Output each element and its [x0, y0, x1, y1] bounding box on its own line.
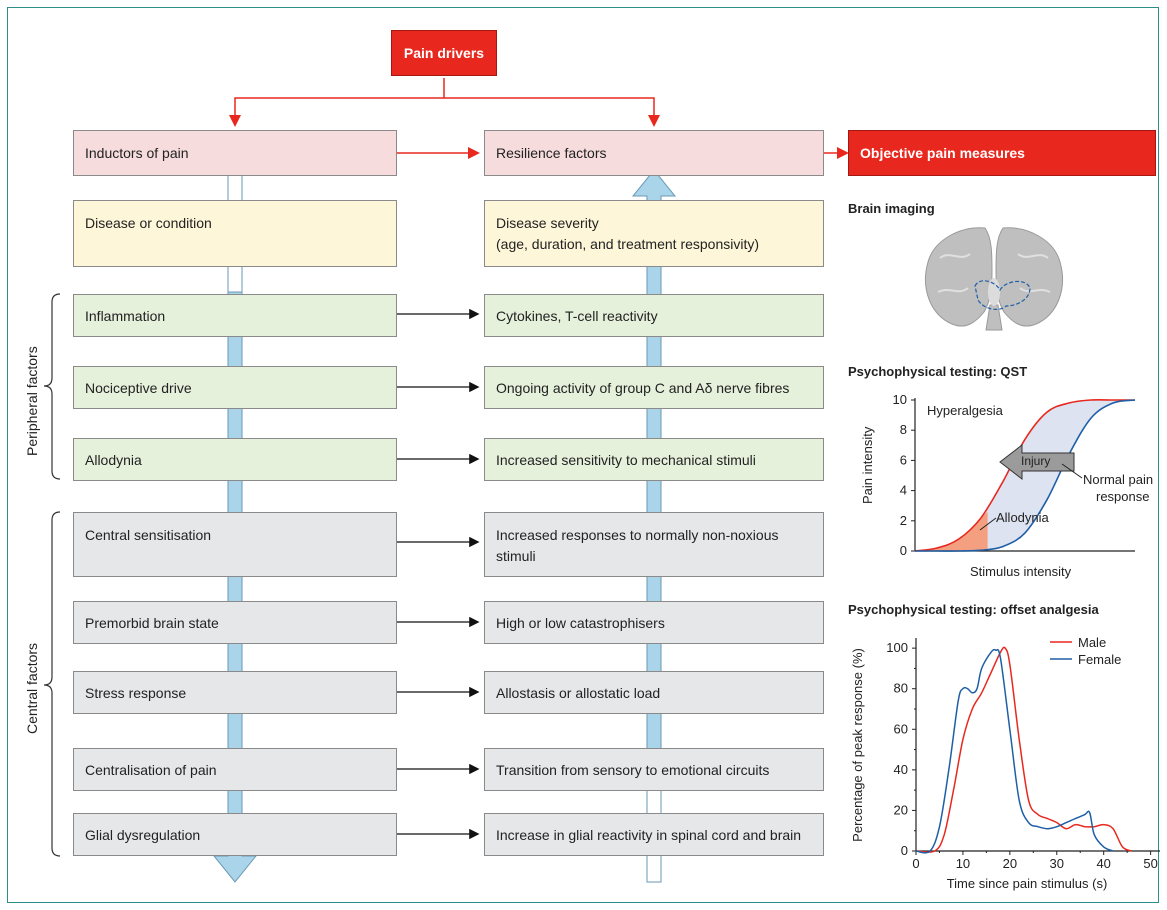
- glial-reactivity-box: Increase in glial reactivity in spinal c…: [484, 813, 824, 856]
- qst-y-tick-label: 4: [900, 483, 907, 498]
- peripheral-factors-label: Peripheral factors: [24, 346, 40, 456]
- offset-x-tick-label: 0: [912, 856, 919, 871]
- pain-drivers-label: Pain drivers: [403, 45, 485, 61]
- catastrophisers-label: High or low catastrophisers: [496, 614, 665, 631]
- nerve-fibres-box: Ongoing activity of group C and Aδ nerve…: [484, 366, 824, 409]
- qst-y-tick-label: 2: [900, 513, 907, 528]
- qst-normal-pointer: [1061, 463, 1083, 479]
- qst-y-tick-label: 0: [900, 543, 907, 558]
- offset-series-male: [915, 646, 1133, 853]
- figure-frame: [7, 7, 1159, 903]
- legend-label-female: Female: [1078, 652, 1121, 667]
- nociceptive-drive-box: Nociceptive drive: [73, 366, 397, 409]
- disease-severity-box: Disease severity (age, duration, and tre…: [484, 200, 824, 267]
- non-noxious-box: Increased responses to normally non-noxi…: [484, 512, 824, 577]
- legend-label-male: Male: [1078, 635, 1106, 650]
- offset-series-female: [915, 648, 1114, 854]
- qst-shaded-region: [915, 399, 1135, 552]
- inductors-box: Inductors of pain: [73, 130, 397, 176]
- qst-injury-arrow: [999, 443, 1075, 481]
- non-noxious-line2: stimuli: [496, 548, 536, 564]
- resilience-box: Resilience factors: [484, 130, 824, 176]
- mechanical-sensitivity-label: Increased sensitivity to mechanical stim…: [496, 451, 756, 468]
- brain-illustration: [924, 227, 1064, 331]
- qst-title: Psychophysical testing: QST: [848, 364, 1028, 379]
- offset-y-tick-label: 80: [894, 681, 908, 696]
- qst-hyperalgesia-line: [914, 398, 1135, 552]
- brain-imaging-title: Brain imaging: [848, 201, 935, 216]
- cytokines-box: Cytokines, T-cell reactivity: [484, 294, 824, 337]
- central-brace: [43, 511, 61, 857]
- offset-ylabel: Percentage of peak response (%): [850, 648, 865, 842]
- qst-normal-line: [915, 399, 1136, 552]
- allostasis-box: Allostasis or allostatic load: [484, 671, 824, 714]
- offset-y-tick-label: 20: [894, 802, 908, 817]
- objective-measures-label: Objective pain measures: [860, 145, 1025, 161]
- nociceptive-drive-label: Nociceptive drive: [85, 379, 192, 396]
- pain-drivers-box: Pain drivers: [391, 30, 497, 76]
- offset-x-tick-label: 40: [1096, 856, 1110, 871]
- premorbid-brain-state-label: Premorbid brain state: [85, 614, 219, 631]
- offset-y-tick-label: 0: [901, 843, 908, 858]
- offset-title: Psychophysical testing: offset analgesia: [848, 602, 1099, 617]
- stress-response-label: Stress response: [85, 684, 187, 701]
- emotional-circuits-label: Transition from sensory to emotional cir…: [496, 761, 770, 778]
- glial-dysregulation-label: Glial dysregulation: [85, 826, 201, 843]
- cytokines-label: Cytokines, T-cell reactivity: [496, 307, 658, 324]
- offset-x-tick-label: 30: [1050, 856, 1064, 871]
- central-sensitisation-label: Central sensitisation: [85, 527, 212, 543]
- allostasis-label: Allostasis or allostatic load: [496, 684, 661, 701]
- non-noxious-line1: Increased responses to normally non-noxi…: [496, 527, 779, 543]
- glial-dysregulation-box: Glial dysregulation: [73, 813, 397, 856]
- connector-to-resilience: [444, 97, 660, 127]
- resilience-label: Resilience factors: [496, 145, 607, 161]
- qst-xlabel: Stimulus intensity: [970, 564, 1072, 579]
- offset-x-tick-label: 20: [1003, 856, 1017, 871]
- connector-to-inductors: [229, 78, 445, 127]
- nerve-fibres-label: Ongoing activity of group C and Aδ nerve…: [496, 379, 790, 396]
- catastrophisers-box: High or low catastrophisers: [484, 601, 824, 644]
- qst-ylabel: Pain intensity: [860, 426, 875, 504]
- objective-measures-box: Objective pain measures: [848, 130, 1156, 176]
- glial-reactivity-label: Increase in glial reactivity in spinal c…: [496, 826, 802, 843]
- disease-severity-line2: (age, duration, and treatment responsivi…: [496, 236, 760, 252]
- disease-condition-label: Disease or condition: [85, 215, 212, 231]
- centralisation-label: Centralisation of pain: [85, 761, 217, 778]
- qst-y-tick-label: 8: [900, 422, 907, 437]
- central-factors-label: Central factors: [24, 642, 40, 734]
- disease-severity-line1: Disease severity: [496, 215, 599, 231]
- qst-hyperalgesia-label: Hyperalgesia: [927, 403, 1003, 418]
- peripheral-brace: [43, 293, 61, 480]
- allodynia-box: Allodynia: [73, 438, 397, 481]
- mechanical-sensitivity-box: Increased sensitivity to mechanical stim…: [484, 438, 824, 481]
- offset-x-tick-label: 50: [1143, 856, 1157, 871]
- qst-allodynia-fill: [915, 511, 988, 551]
- inflammation-label: Inflammation: [85, 307, 166, 324]
- qst-chart: 0 2 4 6 8 10: [893, 392, 1136, 558]
- qst-normal-label-1: Normal pain: [1083, 472, 1154, 487]
- qst-y-tick-label: 10: [893, 392, 907, 407]
- premorbid-brain-state-box: Premorbid brain state: [73, 601, 397, 644]
- offset-y-tick-label: 40: [894, 762, 908, 777]
- qst-normal-label-2: response: [1096, 489, 1150, 504]
- stress-response-box: Stress response: [73, 671, 397, 714]
- qst-allodynia-pointer: [979, 517, 997, 531]
- qst-allodynia-label: Allodynia: [996, 510, 1049, 525]
- offset-y-tick-label: 60: [894, 721, 908, 736]
- qst-y-tick-label: 6: [900, 452, 907, 467]
- inductors-label: Inductors of pain: [85, 145, 189, 161]
- centralisation-box: Centralisation of pain: [73, 748, 397, 791]
- inflammation-box: Inflammation: [73, 294, 397, 337]
- offset-y-tick-label: 100: [886, 640, 908, 655]
- offset-xlabel: Time since pain stimulus (s): [947, 876, 1108, 891]
- emotional-circuits-box: Transition from sensory to emotional cir…: [484, 748, 824, 791]
- disease-condition-box: Disease or condition: [73, 200, 397, 267]
- allodynia-label: Allodynia: [85, 451, 142, 468]
- qst-injury-label: Injury: [1021, 454, 1051, 468]
- central-sensitisation-box: Central sensitisation: [73, 512, 397, 577]
- offset-x-tick-label: 10: [956, 856, 970, 871]
